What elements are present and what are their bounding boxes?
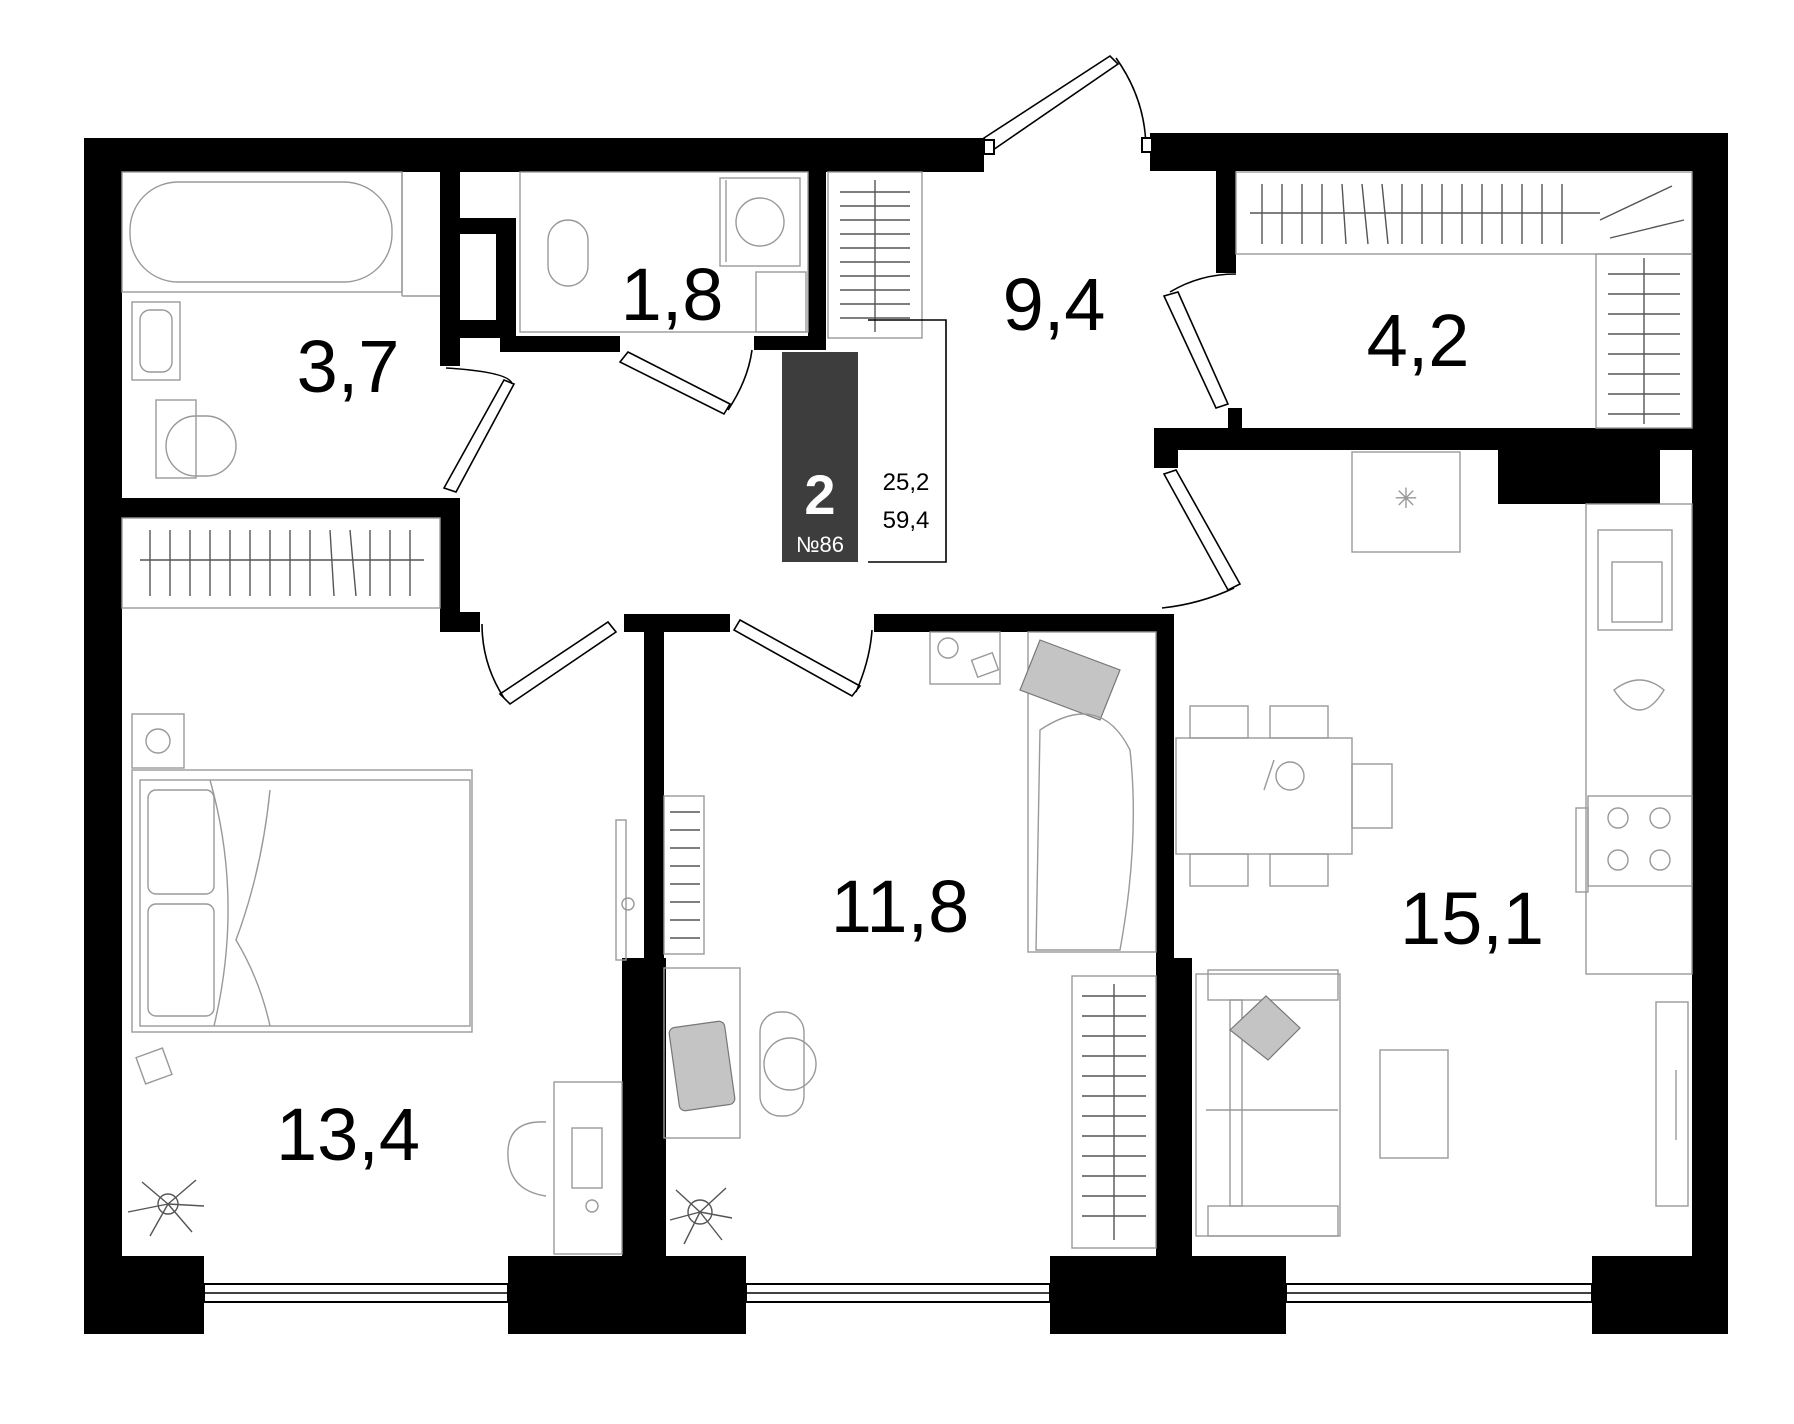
- area-bracket: [868, 319, 947, 563]
- room-area-hallway: 9,4: [1003, 263, 1106, 346]
- rooms-count-badge: [782, 352, 858, 562]
- apartment-number: №86: [796, 532, 844, 557]
- room-area-labels: 3,7 1,8 9,4 4,2 13,4 11,8 15,1: [276, 253, 1544, 1176]
- kitchen-living-furniture: ✳: [1175, 451, 1693, 1237]
- hall-wardrobe: [827, 171, 923, 339]
- bedroom-furniture: [121, 517, 635, 1255]
- snowflake-icon: ✳: [1394, 482, 1417, 515]
- apartment-info: 2 №86 25,2 59,4: [782, 319, 947, 563]
- rooms-count: 2: [804, 463, 835, 526]
- bathroom-fixtures: [121, 171, 440, 479]
- outer-walls: [84, 133, 1728, 1334]
- wardrobe-shelves: [1235, 171, 1693, 429]
- room-area-bathroom: 3,7: [297, 325, 400, 408]
- room-area-toilet: 1,8: [621, 253, 724, 336]
- child-room-furniture: [663, 631, 1157, 1249]
- inner-walls: [122, 171, 1692, 1256]
- plant-icon: [669, 1187, 733, 1245]
- total-area: 59,4: [883, 507, 930, 534]
- room-area-bedroom: 13,4: [276, 1093, 420, 1176]
- room-area-child-room: 11,8: [831, 865, 970, 948]
- plant-icon: [127, 1179, 205, 1237]
- living-area: 25,2: [883, 469, 930, 496]
- room-area-wardrobe: 4,2: [1367, 299, 1470, 382]
- room-area-kitchen-living: 15,1: [1400, 877, 1544, 960]
- inner-doors: [442, 273, 1242, 706]
- entrance-door: [982, 54, 1153, 155]
- windows: [203, 1283, 1593, 1303]
- toilet-fixtures: [519, 171, 809, 333]
